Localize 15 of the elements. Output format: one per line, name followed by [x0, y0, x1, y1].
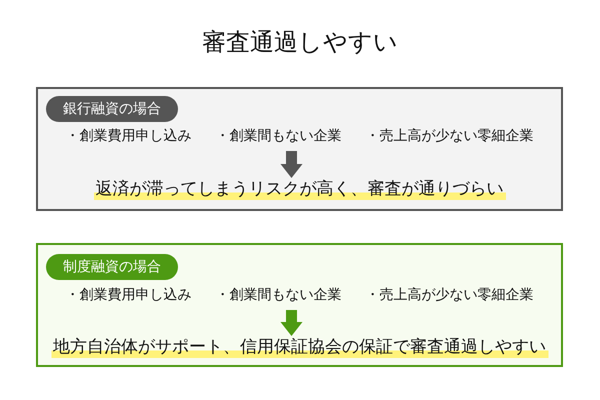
- bullet-item: ・売上高が少ない零細企業: [366, 286, 534, 305]
- bullet-item: ・創業費用申し込み: [66, 286, 192, 305]
- bullet-item: ・売上高が少ない零細企業: [366, 127, 534, 146]
- down-arrow: [280, 310, 302, 336]
- bullet-item: ・創業費用申し込み: [66, 127, 192, 146]
- bullet-item: ・創業間もない企業: [216, 286, 342, 305]
- highlighted-conclusion: 返済が滞ってしまうリスクが高く、審査が通りづらい: [94, 178, 506, 201]
- case-heading-label: 銀行融資の場合: [46, 96, 178, 122]
- highlighted-conclusion: 地方自治体がサポート、信用保証協会の保証で審査通過しやすい: [51, 336, 548, 359]
- case-heading-label: 制度融資の場合: [46, 254, 178, 280]
- case-panel: [36, 87, 563, 211]
- case-panel: [36, 243, 563, 367]
- bullet-item: ・創業間もない企業: [216, 127, 342, 146]
- diagram-title: 審査通過しやすい: [202, 27, 398, 57]
- down-arrow: [280, 151, 302, 178]
